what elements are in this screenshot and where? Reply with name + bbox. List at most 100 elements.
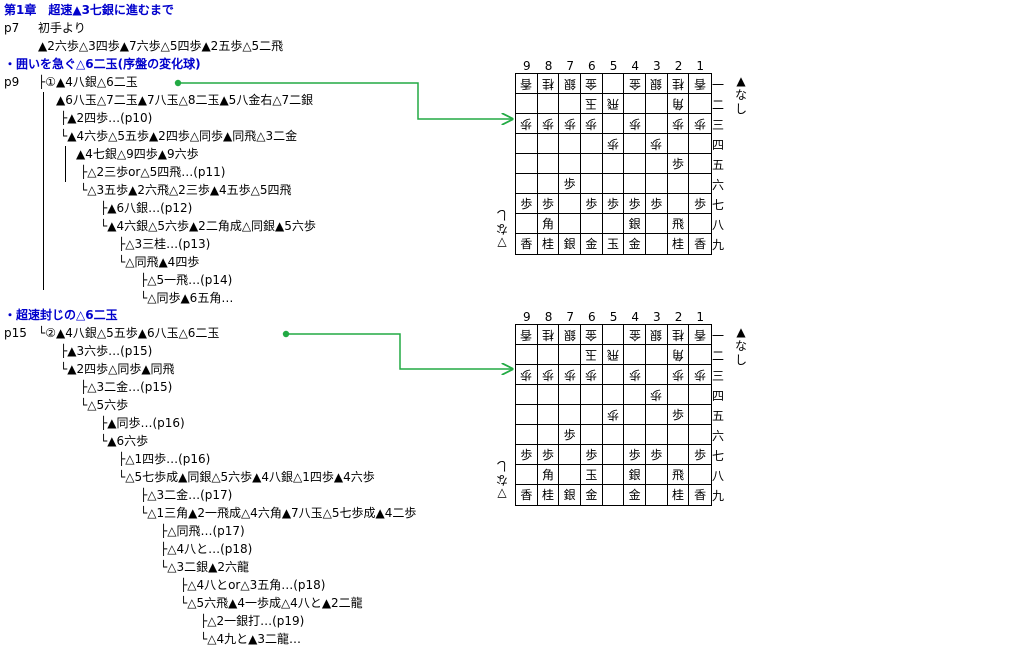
board-square[interactable]: 金 <box>580 74 603 94</box>
board-square[interactable]: 歩 <box>624 365 646 385</box>
board-square[interactable] <box>645 94 668 114</box>
board-square[interactable] <box>602 445 625 465</box>
board-square[interactable] <box>537 425 560 445</box>
board-square[interactable]: 歩 <box>689 194 711 214</box>
board-square[interactable] <box>516 405 538 425</box>
board-square[interactable] <box>689 134 711 154</box>
board-square[interactable] <box>646 485 668 505</box>
board-square[interactable] <box>645 174 668 194</box>
board-square[interactable] <box>580 214 603 234</box>
board-square[interactable]: 歩 <box>580 114 603 134</box>
board-square[interactable] <box>689 465 711 485</box>
board-square[interactable] <box>689 345 711 365</box>
board-square[interactable] <box>602 385 625 405</box>
board-square[interactable] <box>645 465 668 485</box>
board-square[interactable]: 歩 <box>602 134 625 154</box>
board-square[interactable] <box>624 405 646 425</box>
board-square[interactable]: 歩 <box>602 405 625 425</box>
board-square[interactable] <box>645 114 668 134</box>
board-square[interactable] <box>559 445 581 465</box>
board-square[interactable] <box>667 425 690 445</box>
board-square[interactable] <box>667 174 690 194</box>
board-square[interactable] <box>516 94 538 114</box>
board-square[interactable] <box>559 214 581 234</box>
board-square[interactable]: 歩 <box>537 114 560 134</box>
board-square[interactable]: 角 <box>667 345 690 365</box>
board-square[interactable] <box>580 425 603 445</box>
board-square[interactable]: 歩 <box>537 365 560 385</box>
board-square[interactable]: 角 <box>667 94 690 114</box>
board-square[interactable] <box>689 385 711 405</box>
board-square[interactable]: 歩 <box>580 194 603 214</box>
board-square[interactable]: 歩 <box>559 174 581 194</box>
board-square[interactable]: 銀 <box>559 325 581 345</box>
board-square[interactable] <box>559 154 581 174</box>
board-square[interactable]: 桂 <box>537 74 560 94</box>
board-square[interactable]: 歩 <box>667 114 690 134</box>
board-square[interactable] <box>602 114 625 134</box>
board-square[interactable] <box>645 345 668 365</box>
board-square[interactable] <box>559 465 581 485</box>
board-square[interactable]: 金 <box>581 485 603 505</box>
board-square[interactable]: 金 <box>581 234 603 254</box>
board-square[interactable]: 歩 <box>689 365 711 385</box>
board-square[interactable] <box>516 345 538 365</box>
board-square[interactable]: 飛 <box>602 345 625 365</box>
board-square[interactable] <box>645 425 668 445</box>
board-square[interactable] <box>559 194 581 214</box>
board-square[interactable]: 金 <box>624 234 646 254</box>
board-square[interactable] <box>580 134 603 154</box>
board-square[interactable] <box>667 385 690 405</box>
board-square[interactable] <box>516 214 538 234</box>
board-square[interactable] <box>516 465 538 485</box>
board-square[interactable]: 歩 <box>624 114 646 134</box>
board-square[interactable]: 歩 <box>516 445 538 465</box>
board-square[interactable]: 歩 <box>645 194 668 214</box>
board-square[interactable] <box>667 194 690 214</box>
board-square[interactable]: 歩 <box>537 445 560 465</box>
board-square[interactable] <box>602 74 625 94</box>
board-square[interactable]: 金 <box>624 485 646 505</box>
board-square[interactable]: 歩 <box>580 365 603 385</box>
board-square[interactable] <box>602 325 625 345</box>
board-square[interactable] <box>624 154 646 174</box>
board-square[interactable]: 歩 <box>645 385 668 405</box>
board-square[interactable]: 飛 <box>667 465 690 485</box>
board-square[interactable]: 銀 <box>559 74 581 94</box>
board-square[interactable]: 玉 <box>580 465 603 485</box>
board-square[interactable]: 金 <box>624 74 646 94</box>
board-square[interactable] <box>580 405 603 425</box>
board-square[interactable] <box>516 174 538 194</box>
board-square[interactable] <box>516 425 538 445</box>
board-square[interactable] <box>580 174 603 194</box>
board-square[interactable] <box>580 154 603 174</box>
board-square[interactable] <box>667 134 690 154</box>
board-square[interactable]: 歩 <box>667 365 690 385</box>
board-square[interactable] <box>645 365 668 385</box>
board-square[interactable] <box>559 134 581 154</box>
board-square[interactable] <box>537 174 560 194</box>
board-square[interactable] <box>646 234 668 254</box>
board-square[interactable]: 歩 <box>516 114 538 134</box>
board-square[interactable]: 香 <box>516 74 538 94</box>
board-square[interactable] <box>559 405 581 425</box>
board-square[interactable]: 銀 <box>559 485 581 505</box>
board-square[interactable] <box>667 445 690 465</box>
board-square[interactable]: 玉 <box>580 345 603 365</box>
board-square[interactable]: 銀 <box>645 325 668 345</box>
board-square[interactable] <box>689 425 711 445</box>
board-square[interactable]: 香 <box>689 485 711 505</box>
board-square[interactable] <box>624 385 646 405</box>
board-square[interactable]: 銀 <box>645 74 668 94</box>
board-square[interactable]: 桂 <box>668 485 690 505</box>
board-square[interactable] <box>624 134 646 154</box>
board-square[interactable] <box>602 465 625 485</box>
board-square[interactable] <box>537 405 560 425</box>
board-square[interactable]: 桂 <box>667 325 690 345</box>
board-square[interactable]: 歩 <box>580 445 603 465</box>
board-square[interactable] <box>645 214 668 234</box>
board-square[interactable] <box>624 425 646 445</box>
board-square[interactable] <box>603 485 625 505</box>
board-square[interactable] <box>602 154 625 174</box>
board-square[interactable] <box>624 174 646 194</box>
